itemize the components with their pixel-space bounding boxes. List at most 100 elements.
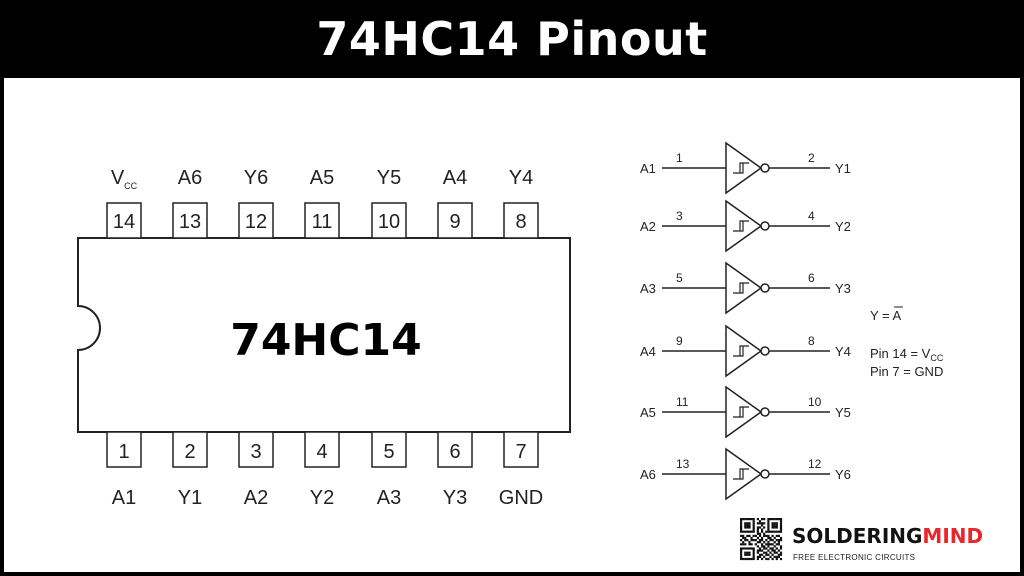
gate-input-pin: 11 [676, 395, 689, 409]
hysteresis-icon [733, 162, 749, 174]
page-title: 74HC14 Pinout [0, 0, 1024, 78]
inverter-gate-1: A1 1 2Y1 [640, 141, 851, 195]
pin-number: 14 [113, 211, 135, 233]
hysteresis-icon [733, 282, 749, 294]
pin-label: GND [499, 487, 543, 509]
pin-4 [304, 431, 340, 468]
gate-output-pin: 4 [808, 209, 815, 223]
pin-label: A4 [443, 167, 467, 189]
ic-body [77, 237, 571, 433]
inversion-bubble [760, 407, 770, 417]
pin-number: 11 [312, 211, 333, 233]
equation-note: Y = A [870, 308, 902, 323]
pin-label: Y6 [244, 167, 268, 189]
gate-output-label: Y1 [835, 161, 851, 176]
inverter-gate-4: A4 9 8Y4 [640, 324, 851, 378]
inverter-gate-2: A2 3 4Y2 [640, 199, 851, 253]
pin-number: 10 [378, 211, 400, 233]
pin-8 [503, 202, 539, 239]
pin-2 [172, 431, 208, 468]
pin14-note: Pin 14 = VCC [870, 346, 944, 363]
pin-7 [503, 431, 539, 468]
pin-label: Y3 [443, 487, 467, 509]
pin-label: VCC [111, 167, 138, 191]
inversion-bubble [760, 221, 770, 231]
inversion-bubble [760, 163, 770, 173]
ic-package: 74HC14 [77, 237, 571, 433]
pin-label: Y4 [509, 167, 533, 189]
gate-output-label: Y6 [835, 467, 851, 482]
brand-tagline: FREE ELECTRONIC CIRCUITS [793, 553, 915, 562]
gate-output-label: Y2 [835, 219, 851, 234]
pin-label: A5 [310, 167, 334, 189]
pin-number: 9 [449, 211, 460, 233]
gate-output-pin: 8 [808, 334, 815, 348]
pin-number: 1 [118, 441, 129, 463]
gate-input-pin: 13 [676, 457, 690, 471]
chip-name: 74HC14 [230, 315, 422, 366]
pin-label: Y5 [377, 167, 401, 189]
pin-label: A6 [178, 167, 202, 189]
pin-label: Y2 [310, 487, 334, 509]
gate-input-pin: 1 [676, 151, 683, 165]
pin-number: 12 [245, 211, 267, 233]
pin-10 [371, 202, 407, 239]
inversion-bubble [760, 283, 770, 293]
gate-input-pin: 5 [676, 271, 683, 285]
hysteresis-icon [733, 345, 749, 357]
inversion-bubble [760, 346, 770, 356]
pin-number: 13 [179, 211, 201, 233]
gate-input-label: A4 [640, 344, 656, 359]
pin-14 [106, 202, 142, 239]
pin-label: A2 [244, 487, 268, 509]
gate-output-pin: 10 [808, 395, 822, 409]
gate-output-label: Y4 [835, 344, 851, 359]
gate-input-label: A2 [640, 219, 656, 234]
gate-input-label: A5 [640, 405, 656, 420]
brand-logo: SOLDERINGMIND FREE ELECTRONIC CIRCUITS [739, 517, 983, 562]
gate-output-label: Y5 [835, 405, 851, 420]
pin-label: Y1 [178, 487, 202, 509]
pin-number: 5 [383, 441, 394, 463]
gate-input-pin: 3 [676, 209, 683, 223]
brand-name: SOLDERINGMIND [792, 524, 983, 548]
gate-input-label: A3 [640, 281, 656, 296]
gate-input-label: A6 [640, 467, 656, 482]
qr-code-icon [739, 517, 783, 561]
gate-output-pin: 2 [808, 151, 815, 165]
pin-13 [172, 202, 208, 239]
gate-input-label: A1 [640, 161, 656, 176]
pin-5 [371, 431, 407, 468]
gate-output-pin: 6 [808, 271, 815, 285]
pin-number: 8 [515, 211, 526, 233]
pin-label: A1 [112, 487, 136, 509]
hysteresis-icon [733, 406, 749, 418]
pin-number: 7 [515, 441, 526, 463]
schematic-notes: Y = A Pin 14 = VCC Pin 7 = GND [870, 306, 944, 379]
gate-output-label: Y3 [835, 281, 851, 296]
pin-number: 2 [184, 441, 195, 463]
pin7-note: Pin 7 = GND [870, 364, 943, 379]
inversion-bubble [760, 469, 770, 479]
pin-number: 4 [316, 441, 327, 463]
pin-1 [106, 431, 142, 468]
pin-11 [304, 202, 340, 239]
pin-number: 6 [449, 441, 460, 463]
hysteresis-icon [733, 468, 749, 480]
pin-3 [238, 431, 274, 468]
pin-number: 3 [250, 441, 261, 463]
pin-9 [437, 202, 473, 239]
inverter-gate-3: A3 5 6Y3 [640, 261, 851, 315]
gate-input-pin: 9 [676, 334, 683, 348]
gate-output-pin: 12 [808, 457, 822, 471]
pin-12 [238, 202, 274, 239]
pin-6 [437, 431, 473, 468]
pin-label: A3 [377, 487, 401, 509]
top-pin-row: 14 VCC 13 A6 12 Y6 11 A5 10 Y5 9 A4 8 Y4 [106, 167, 539, 239]
